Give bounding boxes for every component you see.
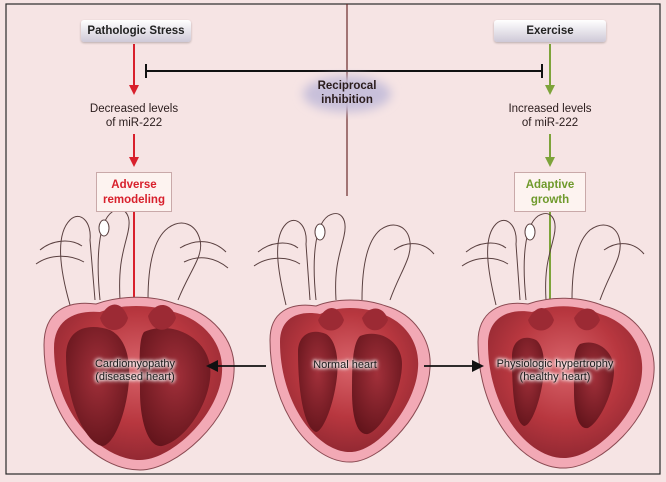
increased-levels-line2: of miR-222 (490, 116, 610, 130)
heart-diseased (36, 210, 234, 470)
adaptive-growth-box: Adaptive growth (514, 172, 586, 212)
adaptive-line2: growth (515, 193, 585, 208)
decreased-levels-line2: of miR-222 (74, 116, 194, 130)
exercise-box: Exercise (494, 20, 606, 42)
increased-levels-label: Increased levels of miR-222 (490, 102, 610, 130)
normal-heart-line1: Normal heart (290, 359, 400, 372)
decreased-levels-label: Decreased levels of miR-222 (74, 102, 194, 130)
hypertrophy-line1: Physiologic hypertrophy (480, 358, 630, 371)
cardiomyopathy-label: Cardiomyopathy (diseased heart) (70, 358, 200, 384)
decreased-levels-line1: Decreased levels (74, 102, 194, 116)
adverse-remodeling-box: Adverse remodeling (96, 172, 172, 212)
heart-hypertrophy (462, 214, 654, 468)
physiologic-hypertrophy-label: Physiologic hypertrophy (healthy heart) (480, 358, 630, 384)
hypertrophy-line2: (healthy heart) (480, 371, 630, 384)
adaptive-line1: Adaptive (515, 178, 585, 193)
reciprocal-label-line2: inhibition (297, 93, 397, 107)
cardiomyopathy-line2: (diseased heart) (70, 371, 200, 384)
increased-levels-line1: Increased levels (490, 102, 610, 116)
reciprocal-inhibition-label: Reciprocal inhibition (297, 79, 397, 107)
adverse-line1: Adverse (97, 178, 171, 193)
pathologic-stress-box: Pathologic Stress (81, 20, 191, 42)
heart-normal (254, 214, 434, 462)
cardiomyopathy-line1: Cardiomyopathy (70, 358, 200, 371)
adverse-line2: remodeling (97, 193, 171, 208)
normal-heart-label: Normal heart (290, 359, 400, 372)
reciprocal-label-line1: Reciprocal (297, 79, 397, 93)
